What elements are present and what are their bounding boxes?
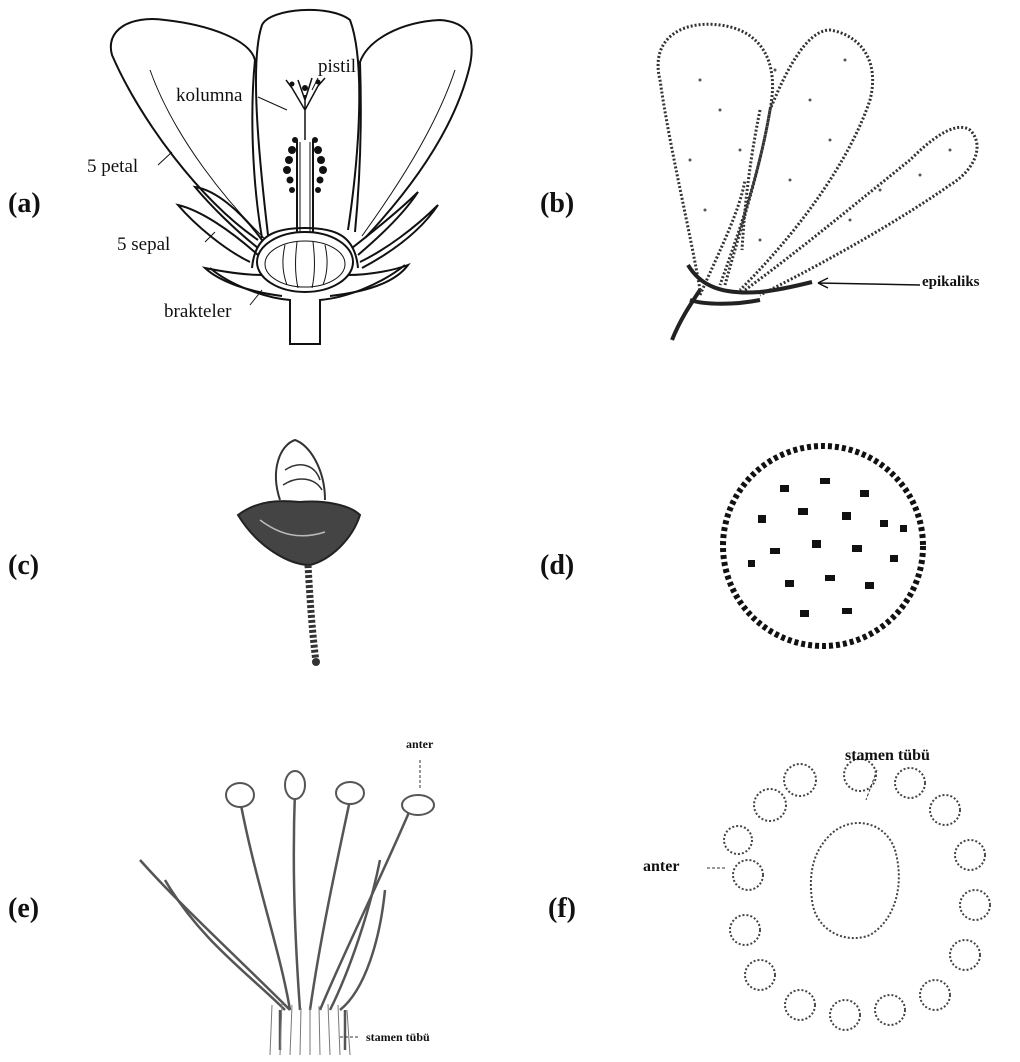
label-anter-f: anter (643, 858, 679, 876)
label-stamen-tubu-f: stamen tübü (845, 747, 930, 765)
outer-anthers (724, 759, 990, 1030)
central-tube (811, 823, 899, 938)
